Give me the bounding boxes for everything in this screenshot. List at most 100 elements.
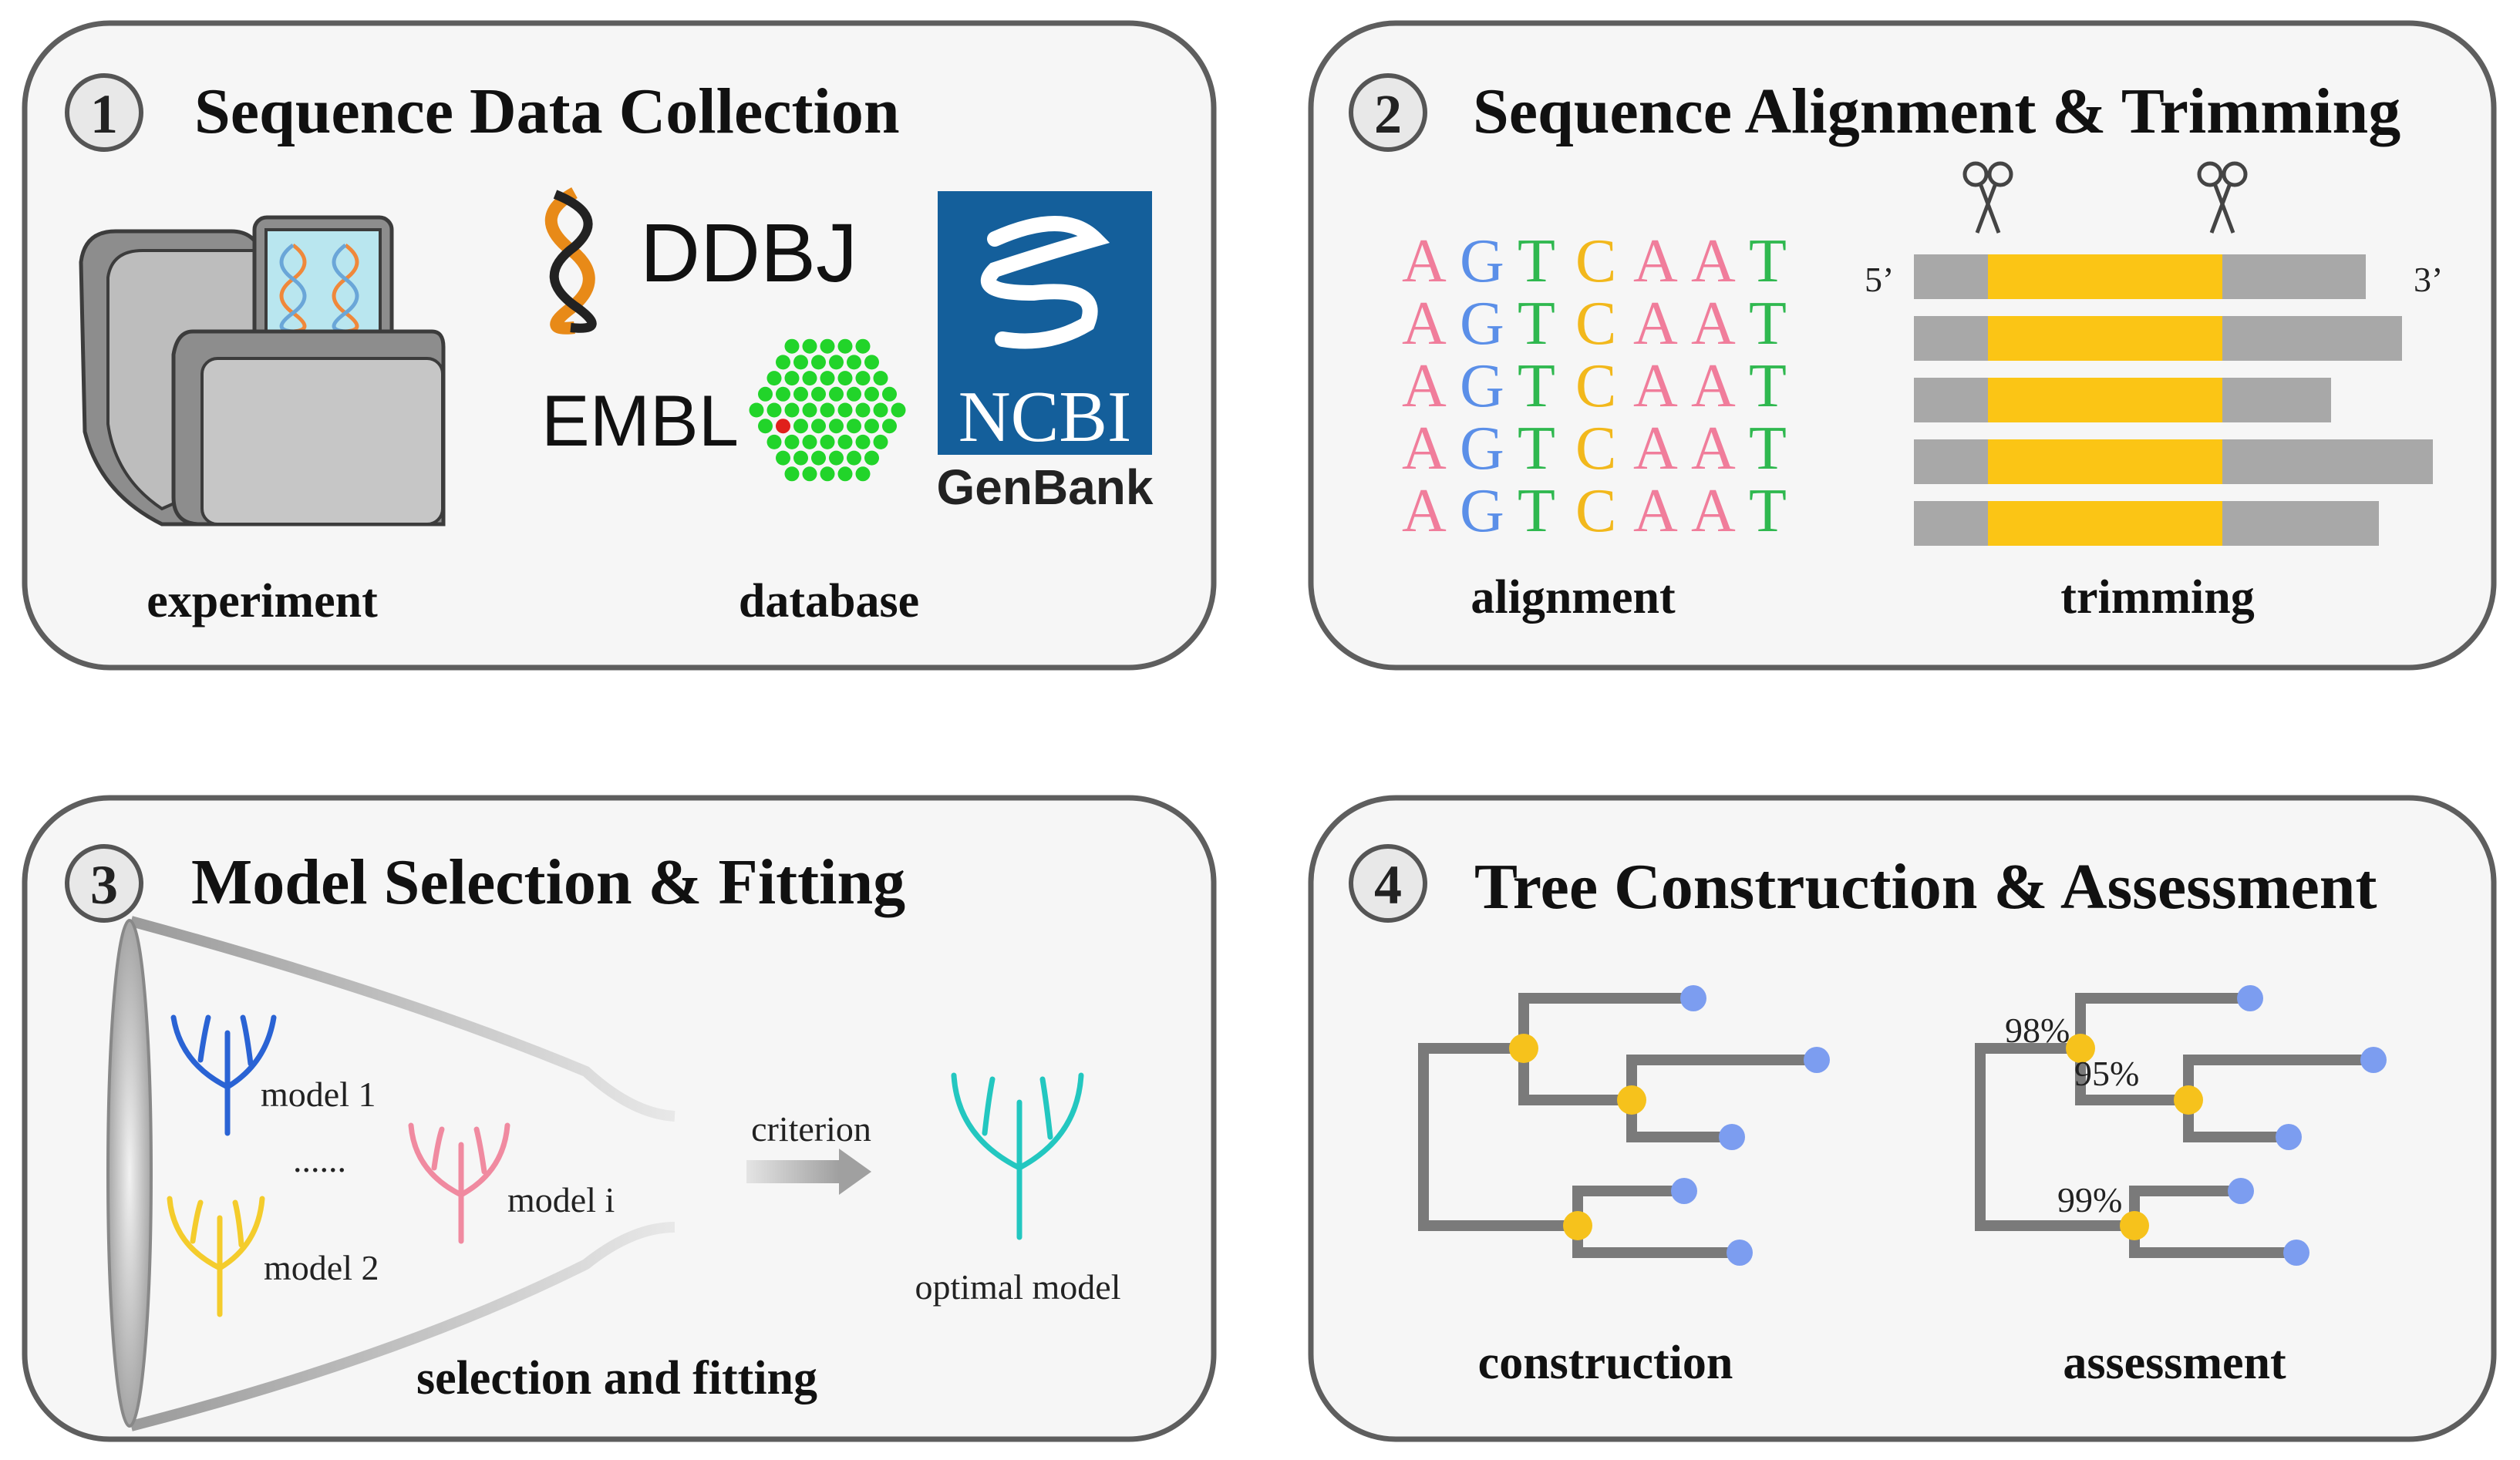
embl-dot bbox=[855, 338, 871, 354]
embl-dot bbox=[793, 450, 808, 466]
embl-dot bbox=[793, 419, 808, 434]
embl-dot bbox=[766, 434, 782, 449]
panel4-number-badge bbox=[1349, 844, 1427, 923]
ncbi-genbank-logo: NCBI GenBank bbox=[937, 191, 1154, 515]
embl-dot bbox=[855, 402, 871, 418]
five-prime-label: 5’ bbox=[1865, 260, 1894, 299]
internal-node bbox=[2066, 1034, 2095, 1063]
embl-dot bbox=[882, 386, 897, 402]
embl-dot bbox=[802, 466, 817, 482]
alignment-base: G bbox=[1460, 477, 1504, 545]
embl-logo: EMBL bbox=[541, 338, 906, 482]
panel-sequence-data-collection: 1 Sequence Data Collection DDBJ EMB bbox=[22, 20, 1217, 671]
embl-dot bbox=[758, 386, 773, 402]
alignment-base: A bbox=[1633, 477, 1678, 545]
alignment-base: A bbox=[1691, 477, 1736, 545]
embl-dot bbox=[784, 466, 800, 482]
trimming-caption: trimming bbox=[2060, 571, 2254, 624]
model2-tree-icon bbox=[167, 1196, 265, 1317]
embl-dot bbox=[847, 355, 861, 370]
embl-dot bbox=[864, 355, 879, 370]
embl-dot bbox=[820, 466, 835, 482]
alignment-base: A bbox=[1633, 290, 1678, 358]
embl-dot bbox=[873, 402, 888, 418]
alignment-base: T bbox=[1518, 415, 1555, 483]
embl-dot bbox=[891, 402, 906, 418]
alignment-base: G bbox=[1460, 415, 1504, 483]
embl-dot bbox=[829, 355, 844, 370]
tree-branch bbox=[1418, 1043, 1583, 1231]
support-99-label: 99% bbox=[2057, 1180, 2122, 1219]
alignment-base: T bbox=[1518, 227, 1555, 295]
embl-dot bbox=[837, 338, 853, 354]
alignment-base: T bbox=[1749, 290, 1787, 358]
embl-dot bbox=[837, 402, 853, 418]
embl-dot bbox=[776, 419, 790, 434]
embl-dot bbox=[802, 371, 817, 386]
model1-label: model 1 bbox=[261, 1075, 376, 1114]
tip-node bbox=[2283, 1240, 2309, 1266]
embl-dot bbox=[855, 371, 871, 386]
sequencer-machine-icon bbox=[79, 215, 446, 526]
embl-dot bbox=[766, 402, 782, 418]
alignment-base: A bbox=[1691, 227, 1736, 295]
embl-dot bbox=[847, 450, 861, 466]
embl-dot bbox=[820, 402, 835, 418]
alignment-base: C bbox=[1575, 290, 1616, 358]
kept-region bbox=[1988, 501, 2222, 546]
scissors-left-icon bbox=[1962, 161, 2013, 234]
embl-dot bbox=[829, 386, 844, 402]
internal-node bbox=[1563, 1211, 1592, 1240]
tip-node bbox=[1671, 1178, 1697, 1204]
kept-region bbox=[1988, 378, 2222, 422]
embl-dot bbox=[882, 419, 897, 434]
embl-dot bbox=[784, 338, 800, 354]
construction-caption: construction bbox=[1478, 1337, 1733, 1389]
alignment-base: T bbox=[1749, 227, 1787, 295]
embl-dot bbox=[820, 371, 835, 386]
tree-branch bbox=[1975, 1043, 2140, 1231]
three-prime-label: 3’ bbox=[2414, 260, 2443, 299]
funnel-lens bbox=[106, 919, 153, 1428]
modeli-tree-icon bbox=[408, 1122, 510, 1244]
embl-dot bbox=[864, 419, 879, 434]
embl-dot bbox=[864, 450, 879, 466]
support-98-label: 98% bbox=[2005, 1011, 2070, 1050]
alignment-base: A bbox=[1691, 290, 1736, 358]
embl-dot bbox=[847, 386, 861, 402]
panel4-title: Tree Construction & Assessment bbox=[1474, 851, 2377, 923]
panel2-title: Sequence Alignment & Trimming bbox=[1473, 76, 2400, 147]
optimal-model-label: optimal model bbox=[915, 1267, 1120, 1307]
kept-region bbox=[1988, 254, 2222, 299]
internal-node bbox=[1617, 1085, 1646, 1115]
panel4-frame bbox=[1308, 795, 2497, 1442]
panel1-title: Sequence Data Collection bbox=[194, 76, 900, 147]
internal-node bbox=[2174, 1085, 2203, 1115]
database-caption: database bbox=[739, 575, 919, 627]
panel4-number: 4 bbox=[1374, 854, 1402, 916]
trimming-bars bbox=[1914, 254, 2433, 546]
assessment-tree bbox=[1975, 985, 2387, 1266]
embl-dot bbox=[873, 371, 888, 386]
alignment-base: C bbox=[1575, 227, 1616, 295]
modeli-label: model i bbox=[507, 1180, 615, 1219]
panel3-number: 3 bbox=[90, 854, 118, 916]
alignment-base: A bbox=[1691, 352, 1736, 420]
embl-dot bbox=[802, 402, 817, 418]
ddbj-logo: DDBJ bbox=[544, 187, 857, 335]
alignment-base: G bbox=[1460, 352, 1504, 420]
tip-node bbox=[1719, 1124, 1745, 1150]
tip-node bbox=[2228, 1178, 2254, 1204]
alignment-base: A bbox=[1402, 477, 1447, 545]
alignment-caption: alignment bbox=[1471, 571, 1676, 624]
experiment-caption: experiment bbox=[147, 575, 378, 627]
model1-tree-icon bbox=[170, 1014, 277, 1136]
alignment-base: A bbox=[1402, 352, 1447, 420]
embl-dot bbox=[837, 466, 853, 482]
embl-dot bbox=[776, 355, 790, 370]
optimal-model-tree-icon bbox=[951, 1072, 1084, 1240]
model2-label: model 2 bbox=[264, 1248, 379, 1287]
